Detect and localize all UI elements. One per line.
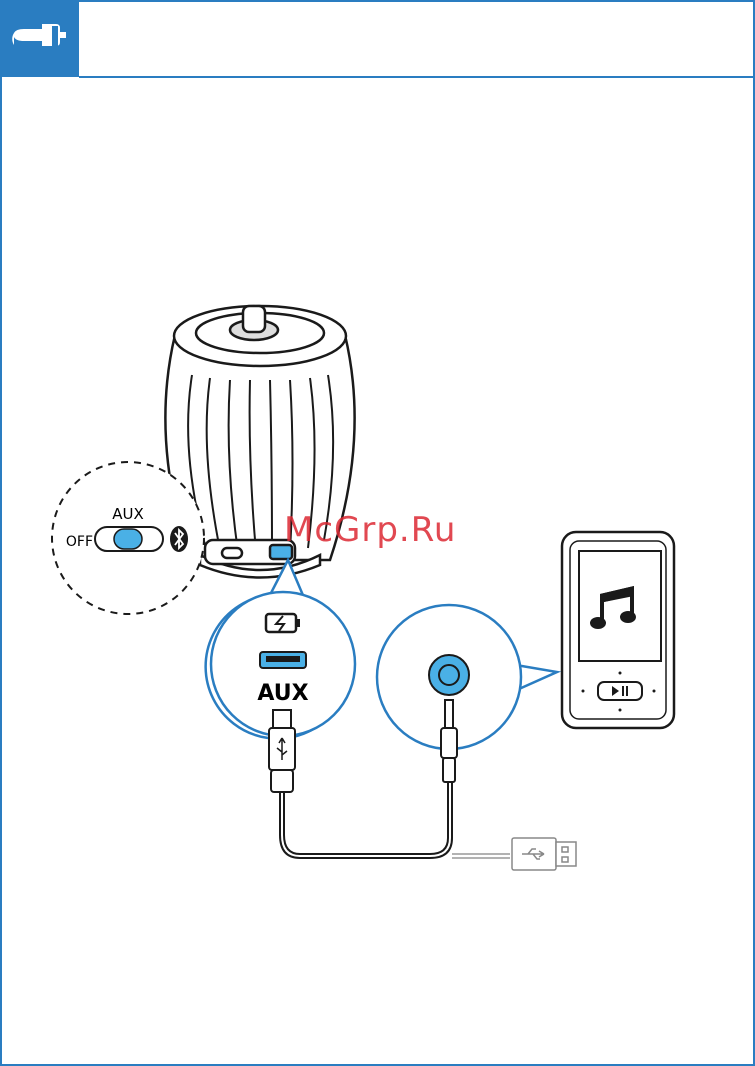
play-pause-button [598, 682, 642, 700]
port-aux-label: AUX [257, 681, 308, 706]
cable-wire [280, 780, 452, 858]
watermark: McGrp.Ru [284, 510, 456, 550]
media-player [562, 532, 674, 728]
micro-usb-plug [269, 710, 295, 792]
switch-off-label: OFF [66, 534, 93, 550]
jack-callout [377, 605, 557, 749]
switch-aux-label: AUX [112, 505, 144, 523]
bluetooth-icon [170, 526, 188, 552]
usb-a-plug [512, 838, 576, 870]
